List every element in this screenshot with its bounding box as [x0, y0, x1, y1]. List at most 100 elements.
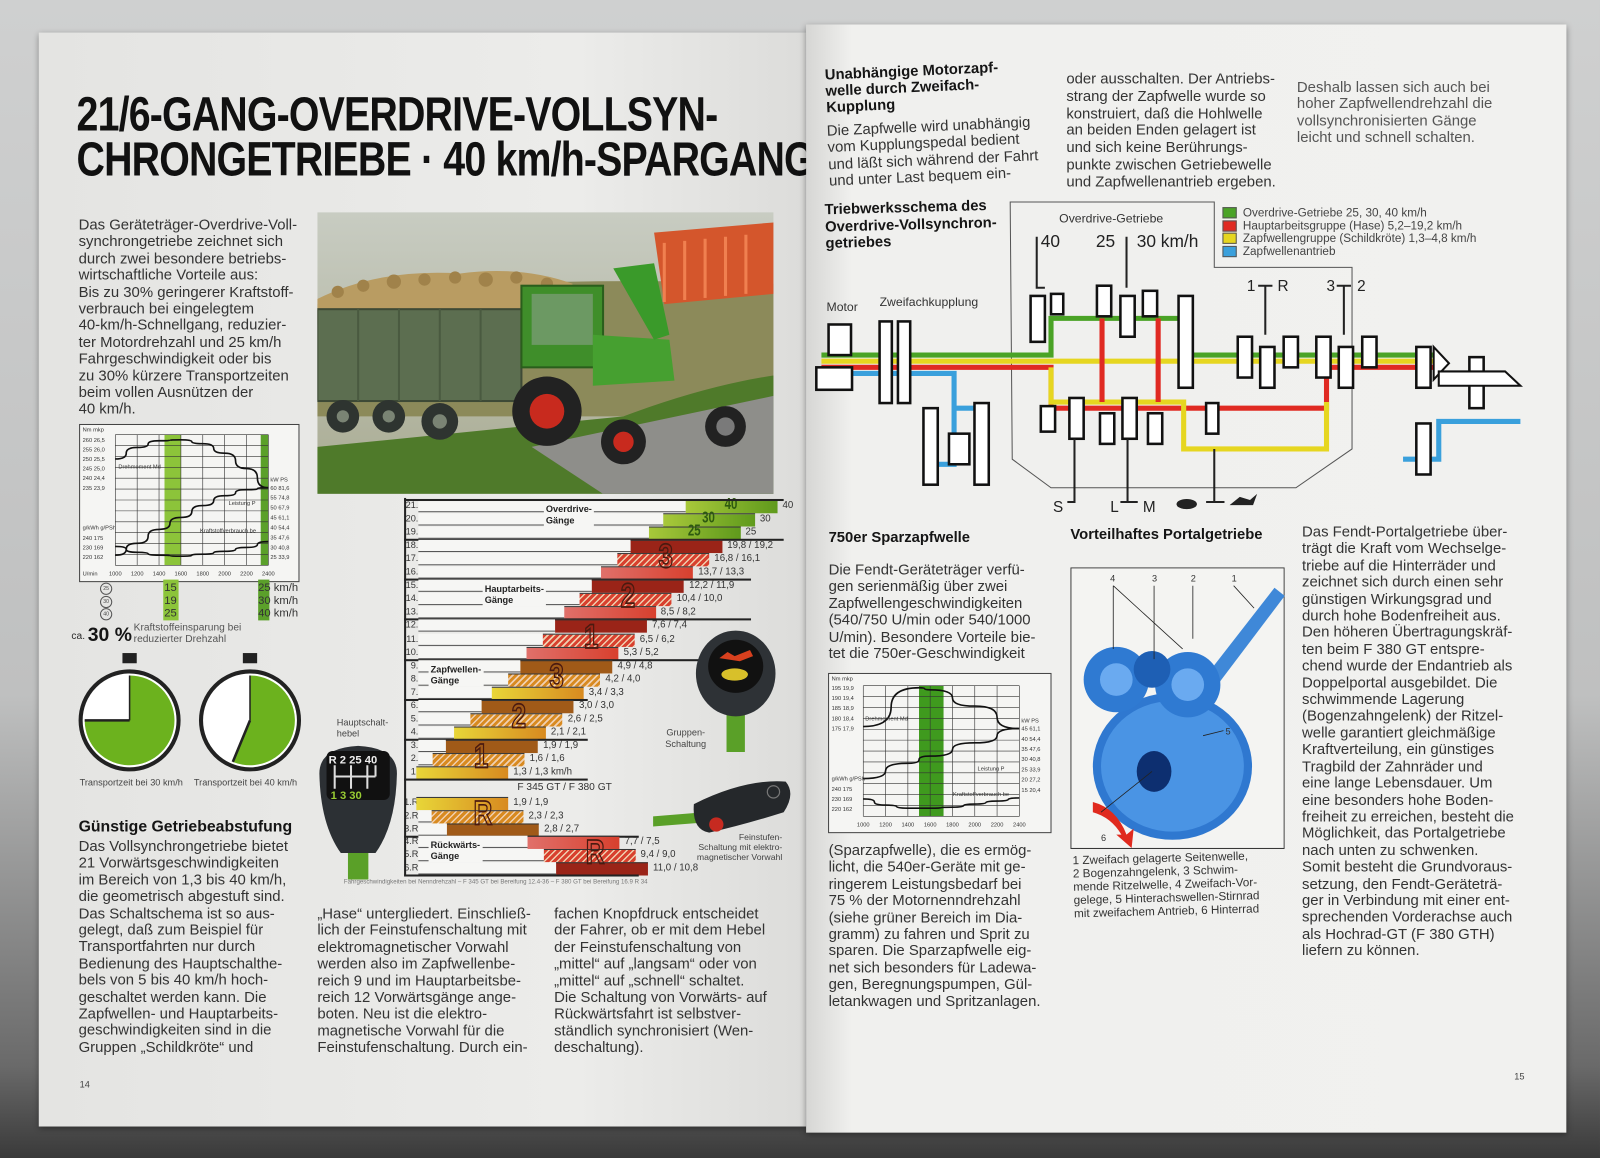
gear-number: 6.R [404, 862, 419, 873]
gear-number: 2. [410, 752, 419, 764]
series-label: Leistung P [978, 766, 1005, 772]
gear-number: 1.R [404, 796, 419, 808]
legend-label: Zapfwellengruppe (Schildkröte) 1,3–4,8 k… [1242, 232, 1477, 245]
left-tick-label: 175 17,9 [832, 727, 854, 733]
stopwatch-icon [198, 653, 302, 772]
gear-speed-bar [432, 752, 525, 767]
savings-value: 30 % [87, 624, 132, 646]
group-separator [404, 578, 752, 581]
preselect-button [709, 817, 724, 832]
legend-swatch [1222, 220, 1237, 232]
gear-speed-value: 6,5 / 6,2 [639, 633, 675, 645]
legend-label: Overdrive-Getriebe 25, 30, 40 km/h [1242, 207, 1427, 220]
gear-number: 13. [405, 606, 419, 617]
speed-at-1500: 19 [164, 594, 177, 607]
gear-numeral: 25 [687, 522, 701, 540]
x-tick-label: 1400 [153, 572, 166, 578]
gear-number: 18. [405, 539, 419, 551]
gear-bar-base [418, 539, 631, 553]
group-separator [404, 618, 752, 621]
gear-speed-bar [447, 823, 540, 837]
group-label: Hauptarbeits- Gänge [482, 583, 546, 607]
series-kraftstoffverbrauch-be [863, 797, 1020, 809]
turtle-icon [1176, 498, 1197, 510]
fuel-tick-label: 220 162 [832, 807, 853, 813]
gear-speed-value: 2,6 / 2,5 [567, 713, 603, 725]
selector-L-label: L [1110, 499, 1119, 516]
group-numeral: 1 [473, 736, 489, 776]
gear-speed-value: 2,8 / 2,7 [544, 823, 580, 835]
gear-number: 12. [405, 619, 419, 631]
gear-number: 15. [405, 579, 419, 591]
knob-pattern-top: R 2 25 40 [329, 754, 378, 766]
pto-paragraph-3: Deshalb lassen sich auch bei hoher Zapfw… [1296, 79, 1493, 147]
gear-speed-bar [446, 739, 538, 753]
rotation-arrow-icon [1092, 802, 1134, 848]
right-tick-label: 45 61,1 [1021, 727, 1040, 733]
page-title-line-2: CHRONGETRIEBE · 40 km/h-SPARGANG [76, 131, 815, 186]
gear-speed-value: 2,1 / 2,1 [550, 726, 586, 738]
legend-swatch [1222, 233, 1237, 245]
elapsed-time-fill [232, 675, 295, 766]
gear-speed-value: 5,3 / 5,2 [623, 646, 659, 658]
series-leistung-p [115, 486, 269, 556]
gear-speed-bar [662, 513, 755, 527]
gear-bar-base [418, 739, 447, 752]
group-separator [404, 874, 639, 877]
clutch-label: Zweifachkupplung [880, 295, 979, 309]
gear-speed-bar [526, 646, 619, 660]
gear-speed-bar [555, 619, 647, 634]
gear-speed-value: 3,4 / 3,3 [588, 686, 624, 698]
group-numeral: 1 [583, 616, 599, 656]
gear-bar-base [418, 633, 543, 646]
left-tick-label: 250 25,5 [83, 457, 105, 463]
stopwatch-icon [78, 653, 181, 772]
gear-bar-base [418, 646, 527, 659]
gear-circle-icon: 30 [99, 595, 113, 608]
od-30-label: 30 km/h [1137, 231, 1199, 251]
gear-numeral: 30 [701, 509, 715, 527]
gear-speed-bar [491, 686, 584, 700]
gear-speed-bar [617, 553, 710, 567]
group-label: Zapfwellen- Gänge [428, 663, 484, 687]
right-axis-units: kW PS [1021, 718, 1039, 724]
gear-speed-bar [453, 726, 546, 740]
gear-speed-bar [482, 699, 574, 714]
gear-bar-base [418, 752, 433, 766]
gear-bar-base [418, 553, 618, 566]
gear-chart-axis [404, 497, 407, 876]
gear-bar-base [418, 686, 492, 699]
motor-label: Motor [827, 300, 858, 314]
gear-number: 10. [405, 646, 419, 657]
knob-pattern-bottom: 1 3 30 [331, 790, 362, 802]
gear-speed-value: 25 [745, 526, 757, 538]
right-tick-label: 55 74,8 [270, 496, 289, 502]
callout-6: 6 [1101, 833, 1106, 843]
legend-item: Overdrive-Getriebe 25, 30, 40 km/h [1222, 207, 1476, 220]
gear-bar-base [418, 619, 556, 633]
gear-speed-bar [648, 526, 741, 540]
od-25-label: 25 [1096, 231, 1115, 251]
gear-chart-model-label: F 345 GT / F 380 GT [517, 781, 612, 793]
gear-bar-base [418, 713, 471, 726]
legend-swatch [1222, 207, 1237, 219]
gear-bar-base [418, 862, 557, 875]
left-tick-label: 195 19,9 [832, 686, 854, 692]
callout-2: 2 [1191, 574, 1196, 584]
gear-speed-bar [556, 862, 648, 876]
legend-label: Hauptarbeitsgruppe (Hase) 5,2–19,2 km/h [1242, 219, 1463, 233]
x-tick-label: 1000 [857, 823, 870, 829]
gear-number: 11. [406, 633, 419, 644]
gear-number: 20. [405, 513, 419, 524]
gear-circle-icon: 25 [99, 582, 113, 595]
gear-number: 17. [405, 553, 419, 564]
selector-M-label: M [1143, 499, 1156, 516]
gear-speed-value: 11,0 / 10,8 [653, 862, 699, 874]
left-axis-units: Nm mkp [832, 677, 853, 683]
x-tick-label: 2400 [262, 572, 275, 578]
left-tick-label: 240 24,4 [83, 476, 105, 482]
x-tick-label: 1000 [109, 572, 122, 578]
stopwatches [78, 653, 302, 772]
